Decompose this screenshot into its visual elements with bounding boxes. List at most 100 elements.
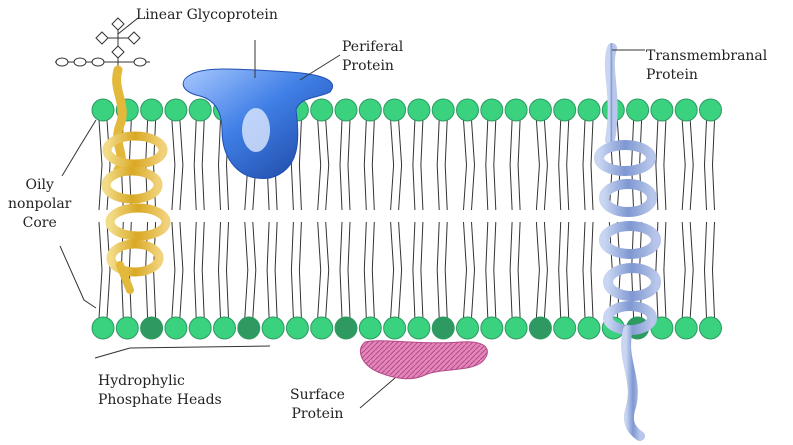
periferal-protein-label: Periferal Protein (342, 38, 403, 76)
lipid-tail (202, 120, 204, 210)
lipid-tail (664, 222, 666, 318)
linear-glycoprotein-text: Linear Glycoprotein (136, 6, 278, 25)
linear-glycoprotein (55, 18, 166, 290)
core-label-line1: Oily (8, 176, 71, 195)
phosphate-head (189, 99, 211, 121)
lipid-tail (291, 222, 293, 318)
lipid-tail (705, 222, 707, 318)
phosphate-head (141, 317, 163, 339)
phosphate-head (311, 317, 333, 339)
phosphate-head (335, 99, 357, 121)
lipid-tail (544, 120, 547, 210)
phosphate-head (554, 317, 576, 339)
glycoprotein-sugar-chain (55, 18, 150, 75)
lipid-tail (518, 222, 520, 318)
lipid-tail (99, 222, 102, 318)
lipid-tail (472, 222, 475, 318)
phosphate-head (529, 99, 551, 121)
lipid-tail (536, 222, 539, 318)
phosphate-head (505, 317, 527, 339)
phosphate-head (505, 99, 527, 121)
lipid-tail (364, 120, 366, 210)
phosphate-head (700, 317, 722, 339)
lipid-tail (713, 222, 715, 318)
lipid-tail (340, 222, 342, 318)
lipid-tail (486, 222, 488, 318)
lipid-tail (437, 222, 439, 318)
lipid-tail (464, 120, 467, 210)
phosphate-head (481, 317, 503, 339)
phosphate-head (286, 317, 308, 339)
phosphate-head (141, 99, 163, 121)
lipid-tail (421, 222, 423, 318)
lipid-tail (348, 120, 350, 210)
transmembrane-helix (599, 145, 656, 330)
surface-protein (360, 341, 487, 379)
lipid-tail (245, 222, 248, 318)
lipid-tail (591, 222, 593, 318)
lipid-tail (107, 222, 110, 318)
phosphate-head (359, 99, 381, 121)
phosphate-head (457, 317, 479, 339)
phosphate-head (529, 317, 551, 339)
glycoprotein-helix (106, 136, 166, 272)
upper-lipid-tails (99, 120, 715, 210)
lipid-tail (472, 120, 475, 210)
lipid-tail (617, 120, 620, 210)
phosphate-head (578, 99, 600, 121)
linear-glycoprotein-label: Linear Glycoprotein (136, 6, 278, 25)
periferal-label-line1: Periferal (342, 38, 403, 57)
lipid-tail (413, 120, 415, 210)
lipid-tail (219, 222, 221, 318)
lipid-tail (399, 222, 402, 318)
lipid-tail (267, 222, 269, 318)
lipid-tail (437, 120, 439, 210)
lipid-tail (172, 120, 175, 210)
phosphate-head (165, 99, 187, 121)
phosphate-head (578, 317, 600, 339)
lipid-tail (632, 120, 634, 210)
heads-label-line2: Phosphate Heads (98, 391, 222, 410)
lipid-tail (391, 120, 394, 210)
phosphate-head (311, 99, 333, 121)
lipid-tail (518, 120, 520, 210)
phosphate-head (700, 99, 722, 121)
oily-core-label: Oily nonpolar Core (8, 176, 71, 233)
lipid-tail (510, 222, 512, 318)
phosphate-head (359, 317, 381, 339)
lipid-tail (486, 120, 488, 210)
transmembrane-protein-label: Transmembranal Protein (646, 47, 767, 85)
lipid-tail (682, 222, 685, 318)
lipid-tail (690, 222, 693, 318)
phosphate-head (262, 317, 284, 339)
lipid-tail (413, 222, 415, 318)
phosphate-head (432, 99, 454, 121)
lipid-tail (544, 222, 547, 318)
lipid-tail (364, 222, 366, 318)
lipid-tail (445, 222, 447, 318)
lipid-tail (559, 222, 561, 318)
phosphate-head (238, 317, 260, 339)
lipid-tail (690, 120, 693, 210)
phosphate-head (92, 317, 114, 339)
phosphate-head (675, 317, 697, 339)
lipid-tail (99, 120, 102, 210)
phosphate-head (675, 99, 697, 121)
lipid-tail (705, 120, 707, 210)
phosphate-head (651, 99, 673, 121)
core-label-line2: nonpolar (8, 195, 71, 214)
lipid-tail (591, 120, 593, 210)
lipid-tail (275, 222, 277, 318)
glycoprotein-stalk (117, 70, 123, 170)
phosphate-head (457, 99, 479, 121)
lipid-tail (399, 120, 402, 210)
phosphate-head (165, 317, 187, 339)
lipid-tail (567, 222, 569, 318)
lipid-tail (227, 222, 229, 318)
phosphate-head (481, 99, 503, 121)
lipid-tail (464, 222, 467, 318)
lipid-tail (494, 222, 496, 318)
core-label-line3: Core (8, 214, 71, 233)
lipid-tail (682, 120, 685, 210)
lipid-tail (253, 222, 256, 318)
